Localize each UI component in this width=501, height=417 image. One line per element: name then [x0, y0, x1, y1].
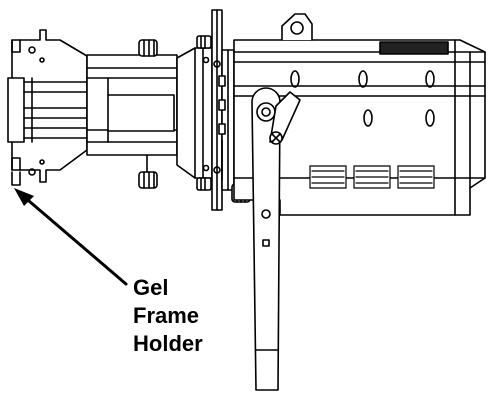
side-vents — [309, 165, 435, 189]
zoom-knob-top — [138, 39, 158, 57]
zoom-knob-bottom — [138, 154, 158, 189]
callout-arrow — [14, 188, 128, 286]
lens-barrel — [86, 54, 178, 156]
barrel-lock-knob-top — [196, 35, 212, 49]
rear-lens-tube — [176, 47, 213, 179]
yoke-lock-handle — [269, 91, 301, 145]
callout-line-1: Gel — [133, 275, 169, 300]
top-handle — [281, 13, 313, 41]
gel-frame-holder-label: Gel Frame Holder — [133, 274, 253, 358]
gel-frame-holder — [7, 29, 88, 186]
yoke-arm — [251, 87, 281, 391]
shutter-plate — [211, 9, 235, 211]
callout-line-2: Frame — [133, 303, 200, 328]
barrel-lock-knob-bottom — [196, 177, 212, 191]
callout-line-3: Holder — [133, 331, 203, 356]
top-vent-grille — [379, 41, 449, 55]
